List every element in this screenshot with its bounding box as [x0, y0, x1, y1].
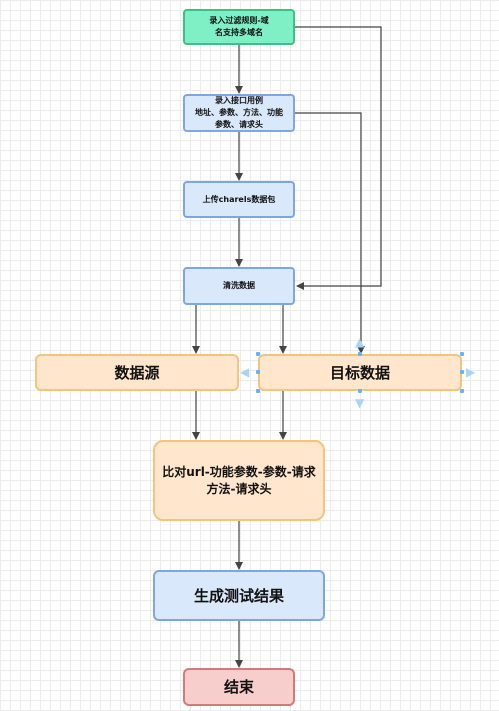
end-label: 结束 [223, 678, 254, 696]
selection-handle[interactable] [256, 389, 260, 393]
compare-label: 比对url-功能参数-参数-请求 方法-请求头 [162, 464, 316, 496]
selection-handle[interactable] [460, 389, 464, 393]
upload-charles-label: 上传charels数据包 [202, 194, 276, 204]
clean-data-label: 清洗数据 [223, 281, 255, 290]
selection-handle[interactable] [358, 352, 362, 356]
selection-handle[interactable] [256, 352, 260, 356]
edge-cases-to-target [295, 112, 365, 354]
target-data-label: 目标数据 [329, 363, 390, 382]
connect-left-arrow-icon[interactable]: ◀ [240, 365, 250, 379]
filter-rules-label: 录入过滤规则-域 名支持多域名 [209, 16, 269, 37]
end-node[interactable]: 结束 [183, 668, 295, 706]
selection-handle[interactable] [358, 389, 362, 393]
target-data-node[interactable]: 目标数据 [258, 354, 462, 391]
api-cases-node[interactable]: 录入接口用例 地址、参数、方法、功能 参数、请求头 [183, 94, 295, 132]
selection-handle[interactable] [460, 352, 464, 356]
connect-down-arrow-icon[interactable]: ▼ [355, 396, 365, 410]
compare-node[interactable]: 比对url-功能参数-参数-请求 方法-请求头 [153, 440, 325, 521]
generate-result-label: 生成测试结果 [193, 586, 284, 605]
connect-up-arrow-icon[interactable]: ▲ [355, 335, 365, 349]
generate-result-node[interactable]: 生成测试结果 [153, 570, 325, 621]
selection-handle[interactable] [460, 370, 464, 374]
clean-data-node[interactable]: 清洗数据 [183, 267, 295, 305]
data-source-label: 数据源 [114, 363, 160, 382]
selection-handle[interactable] [256, 370, 260, 374]
upload-charles-node[interactable]: 上传charels数据包 [183, 181, 295, 218]
connect-right-arrow-icon[interactable]: ▶ [466, 365, 476, 379]
filter-rules-node[interactable]: 录入过滤规则-域 名支持多域名 [183, 9, 295, 45]
edge-filter-to-clean [295, 26, 382, 290]
data-source-node[interactable]: 数据源 [35, 354, 239, 391]
api-cases-label: 录入接口用例 地址、参数、方法、功能 参数、请求头 [195, 96, 283, 129]
